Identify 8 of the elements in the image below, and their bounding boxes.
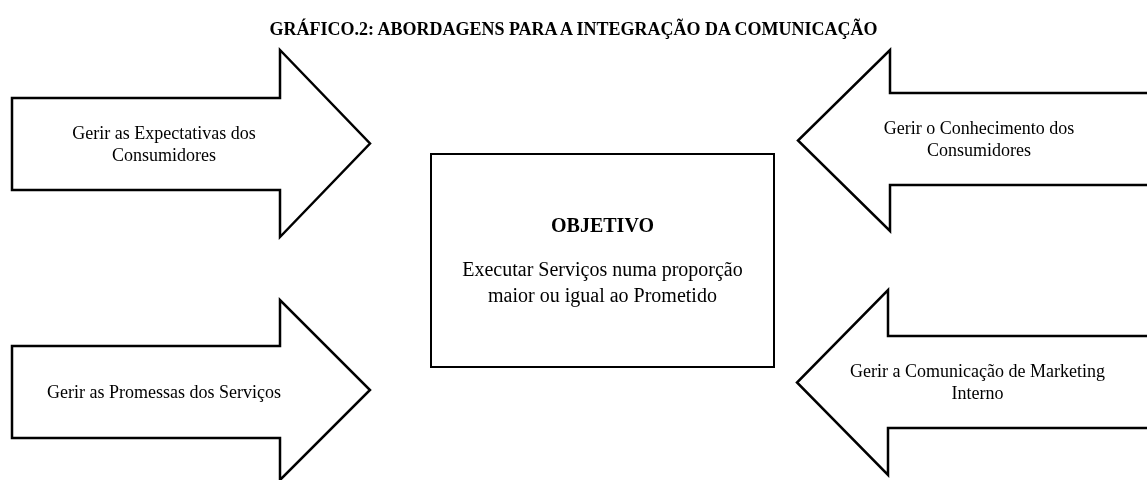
arrow-label: Gerir as Promessas dos Serviços (47, 380, 281, 404)
arrow-label: Gerir as Expectativas dos Consumidores (71, 121, 257, 167)
box-heading: OBJETIVO (551, 213, 654, 238)
arrow-label: Gerir a Comunicação de Marketing Interno (849, 359, 1106, 405)
box-text: Executar Serviços numa proporção maior ou igual ao Prometido (461, 257, 744, 308)
arrow-label: Gerir o Conhecimento dos Consumidores (882, 116, 1076, 162)
objective-box (430, 153, 775, 368)
diagram-title: GRÁFICO.2: ABORDAGENS PARA A INTEGRAÇÃO DA COMUNICAÇÃO (268, 19, 879, 40)
